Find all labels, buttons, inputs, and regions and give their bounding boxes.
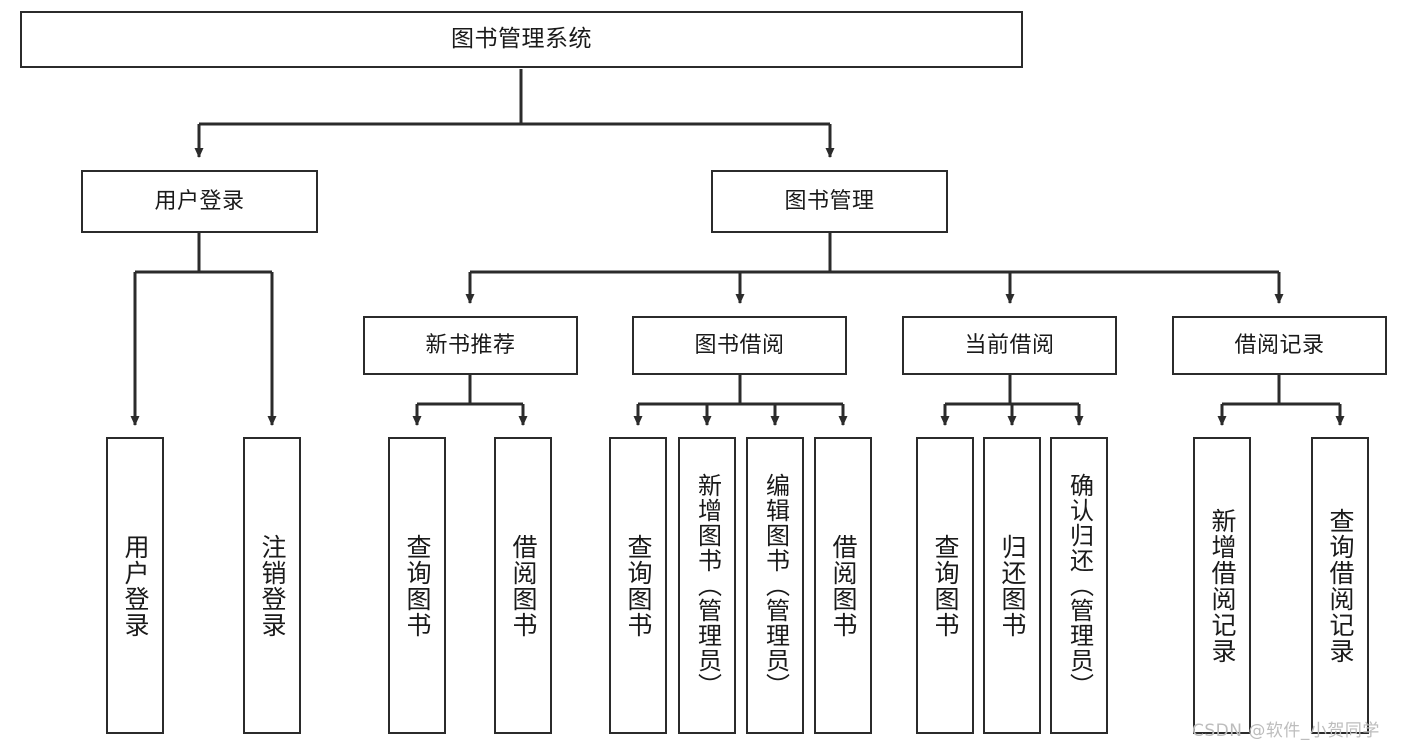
node-user-login[interactable]: 用户登录 xyxy=(81,170,318,233)
node-leaf-borrow-book-borrow[interactable]: 借阅图书 xyxy=(814,437,872,734)
node-current-borrow[interactable]: 当前借阅 xyxy=(902,316,1117,375)
node-leaf-add-book-admin[interactable]: 新增图书（管理员） xyxy=(678,437,736,734)
node-label: 新增借阅记录 xyxy=(1208,507,1237,664)
node-leaf-borrow-book-new[interactable]: 借阅图书 xyxy=(494,437,552,734)
node-label: 确认归还（管理员） xyxy=(1065,473,1094,698)
node-label: 查询借阅记录 xyxy=(1326,507,1355,664)
node-book-borrow[interactable]: 图书借阅 xyxy=(632,316,847,375)
node-label: 图书管理 xyxy=(784,188,875,214)
node-label: 新增图书（管理员） xyxy=(693,473,722,698)
node-book-management[interactable]: 图书管理 xyxy=(711,170,948,233)
node-label: 当前借阅 xyxy=(964,332,1055,358)
csdn-watermark: CSDN @软件_小贺同学 xyxy=(1192,721,1380,741)
node-leaf-query-book-borrow[interactable]: 查询图书 xyxy=(609,437,667,734)
node-label: 用户登录 xyxy=(154,188,245,214)
node-new-book-recommend[interactable]: 新书推荐 xyxy=(363,316,578,375)
node-leaf-confirm-return-admin[interactable]: 确认归还（管理员） xyxy=(1050,437,1108,734)
node-label: 查询图书 xyxy=(624,533,653,638)
node-root-book-management-system[interactable]: 图书管理系统 xyxy=(20,11,1023,68)
node-label: 查询图书 xyxy=(931,533,960,638)
node-leaf-query-book-new[interactable]: 查询图书 xyxy=(388,437,446,734)
node-label: 新书推荐 xyxy=(425,332,516,358)
node-label: 归还图书 xyxy=(998,533,1027,638)
node-label: 借阅图书 xyxy=(509,533,538,638)
node-label: 查询图书 xyxy=(403,533,432,638)
node-label: 图书借阅 xyxy=(694,332,785,358)
node-leaf-query-borrow-record[interactable]: 查询借阅记录 xyxy=(1311,437,1369,734)
node-label: 借阅图书 xyxy=(829,533,858,638)
node-leaf-add-borrow-record[interactable]: 新增借阅记录 xyxy=(1193,437,1251,734)
node-leaf-return-book[interactable]: 归还图书 xyxy=(983,437,1041,734)
node-leaf-edit-book-admin[interactable]: 编辑图书（管理员） xyxy=(746,437,804,734)
node-label: 借阅记录 xyxy=(1234,332,1325,358)
node-label: 编辑图书（管理员） xyxy=(761,473,790,698)
node-leaf-query-book-current[interactable]: 查询图书 xyxy=(916,437,974,734)
node-leaf-user-login[interactable]: 用户登录 xyxy=(106,437,164,734)
node-borrow-record[interactable]: 借阅记录 xyxy=(1172,316,1387,375)
node-label: 图书管理系统 xyxy=(451,25,592,52)
node-leaf-logout-login[interactable]: 注销登录 xyxy=(243,437,301,734)
node-label: 用户登录 xyxy=(121,533,150,638)
node-label: 注销登录 xyxy=(258,533,287,638)
